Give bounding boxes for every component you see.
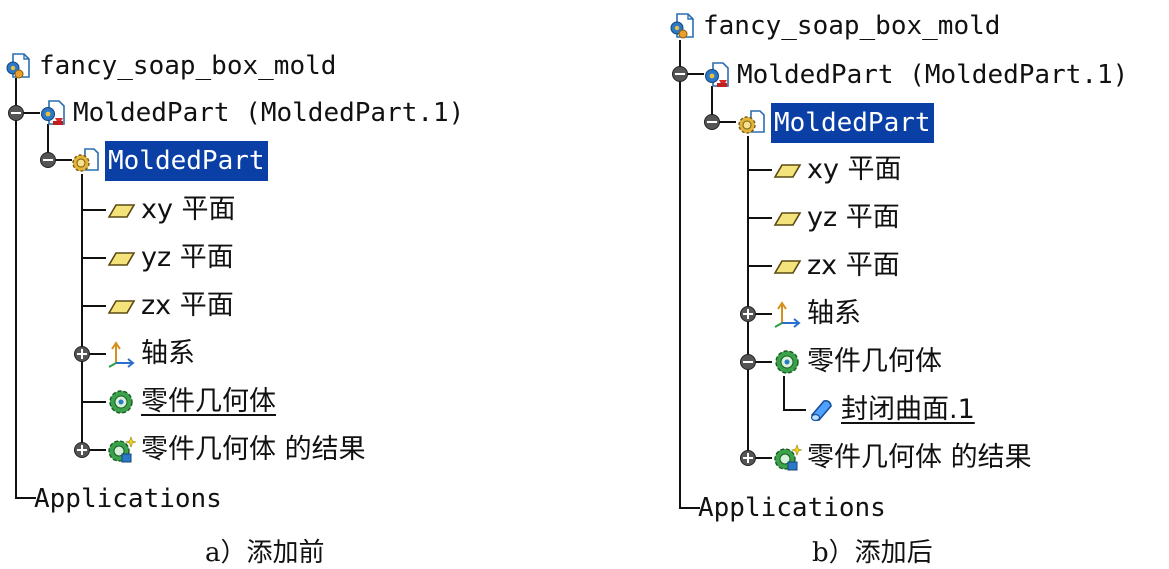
tree-node-label: 零件几何体 的结果 — [807, 442, 1032, 473]
product-document-icon — [4, 51, 34, 81]
tree-panel-after: fancy_soap_box_mold MoldedPart (MoldedPa… — [660, 0, 1169, 569]
tree-node-part[interactable]: MoldedPart — [70, 141, 268, 181]
axis-system-icon — [106, 339, 136, 369]
tree-node-closed-surface[interactable]: 封闭曲面.1 — [806, 390, 975, 430]
tree-node-label: xy 平面 — [141, 194, 236, 225]
tree-connector-lines — [15, 78, 106, 499]
tree-node-label: 封闭曲面.1 — [841, 394, 975, 425]
tree-node-root[interactable]: fancy_soap_box_mold — [4, 46, 336, 86]
part-instance-icon — [702, 60, 732, 90]
expand-toggle[interactable] — [74, 346, 90, 362]
tree-node-label: xy 平面 — [807, 154, 902, 185]
tree-node-label: MoldedPart (MoldedPart.1) — [737, 60, 1129, 90]
tree-node-plane-yz[interactable]: yz 平面 — [772, 198, 900, 238]
collapse-toggle[interactable] — [672, 66, 688, 82]
tree-node-label: fancy_soap_box_mold — [39, 51, 337, 81]
tree-node-label: fancy_soap_box_mold — [703, 11, 1001, 41]
plane-icon — [106, 291, 136, 321]
tree-node-product[interactable]: MoldedPart (MoldedPart.1) — [38, 93, 464, 133]
expand-toggle[interactable] — [740, 450, 756, 466]
tree-node-applications[interactable]: Applications — [698, 488, 886, 528]
tree-node-part-body[interactable]: 零件几何体 — [106, 382, 276, 422]
closed-surface-icon — [806, 395, 836, 425]
collapse-toggle[interactable] — [704, 114, 720, 130]
tree-node-axis-system[interactable]: 轴系 — [772, 294, 861, 334]
tree-node-label-selected: MoldedPart — [105, 141, 268, 181]
axis-system-icon — [772, 299, 802, 329]
tree-node-label: yz 平面 — [807, 202, 900, 233]
expand-toggle[interactable] — [740, 306, 756, 322]
tree-node-label: yz 平面 — [141, 242, 234, 273]
product-document-icon — [668, 11, 698, 41]
body-result-icon — [772, 443, 802, 473]
plane-icon — [106, 195, 136, 225]
body-result-icon — [106, 435, 136, 465]
part-gear-icon — [736, 108, 766, 138]
tree-node-plane-xy[interactable]: xy 平面 — [106, 190, 236, 230]
tree-node-label: 轴系 — [807, 298, 861, 329]
collapse-toggle[interactable] — [740, 354, 756, 370]
tree-node-plane-zx[interactable]: zx 平面 — [772, 246, 900, 286]
figure-caption: b）添加后 — [812, 538, 933, 568]
tree-node-plane-yz[interactable]: yz 平面 — [106, 238, 234, 278]
plane-icon — [772, 251, 802, 281]
tree-node-label: zx 平面 — [807, 250, 900, 281]
tree-node-label: 零件几何体 — [141, 386, 276, 417]
collapse-toggle[interactable] — [8, 105, 24, 121]
tree-node-axis-system[interactable]: 轴系 — [106, 334, 195, 374]
part-gear-icon — [70, 146, 100, 176]
collapse-toggle[interactable] — [40, 152, 56, 168]
tree-node-plane-zx[interactable]: zx 平面 — [106, 286, 234, 326]
tree-node-label-selected: MoldedPart — [771, 103, 934, 143]
expand-toggle[interactable] — [74, 442, 90, 458]
part-instance-icon — [38, 98, 68, 128]
tree-node-label: 轴系 — [141, 338, 195, 369]
figure-caption: a）添加前 — [205, 538, 325, 568]
tree-node-part-body[interactable]: 零件几何体 — [772, 342, 942, 382]
tree-node-label: 零件几何体 的结果 — [141, 434, 366, 465]
plane-icon — [106, 243, 136, 273]
part-body-icon — [772, 347, 802, 377]
part-body-icon — [106, 387, 136, 417]
tree-node-part[interactable]: MoldedPart — [736, 103, 934, 143]
tree-node-label: zx 平面 — [141, 290, 234, 321]
tree-node-body-result[interactable]: 零件几何体 的结果 — [772, 438, 1032, 478]
plane-icon — [772, 155, 802, 185]
plane-icon — [772, 203, 802, 233]
tree-node-label: MoldedPart (MoldedPart.1) — [73, 98, 465, 128]
tree-panel-before: fancy_soap_box_mold MoldedPart (MoldedPa… — [0, 0, 560, 569]
tree-node-label: Applications — [34, 484, 222, 514]
tree-node-root[interactable]: fancy_soap_box_mold — [668, 6, 1000, 46]
tree-node-product[interactable]: MoldedPart (MoldedPart.1) — [702, 55, 1128, 95]
tree-node-label: 零件几何体 — [807, 346, 942, 377]
tree-node-applications[interactable]: Applications — [34, 479, 222, 519]
tree-node-label: Applications — [698, 493, 886, 523]
tree-node-plane-xy[interactable]: xy 平面 — [772, 150, 902, 190]
tree-node-body-result[interactable]: 零件几何体 的结果 — [106, 430, 366, 470]
